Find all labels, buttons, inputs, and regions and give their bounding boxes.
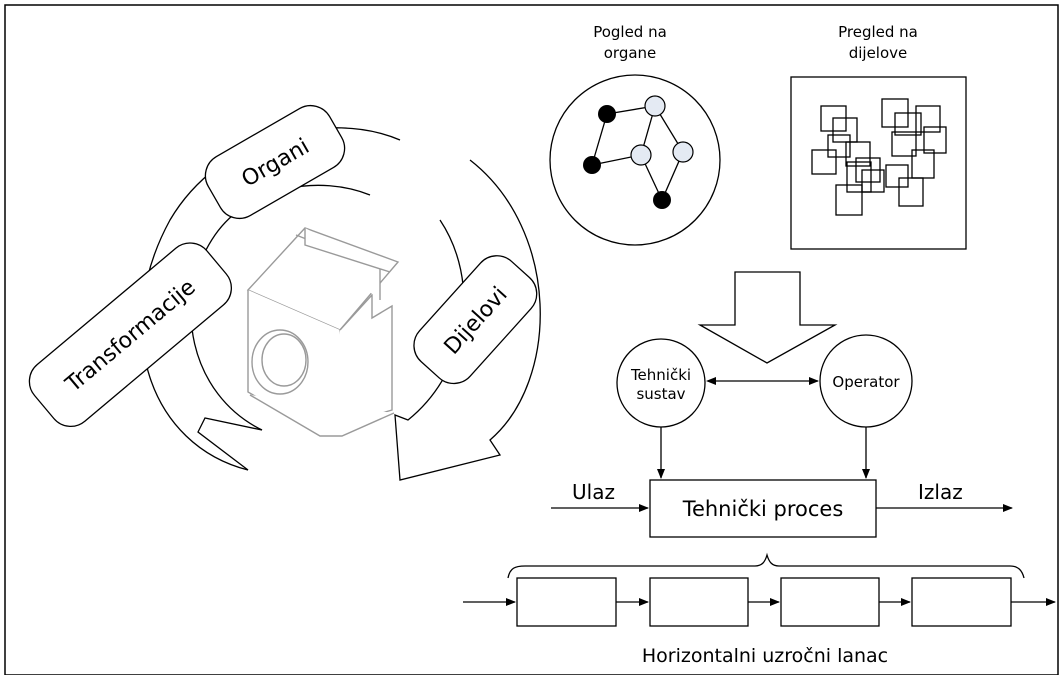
- parts-view: [790, 76, 967, 250]
- outer-frame: [4, 4, 1059, 675]
- output-label: Izlaz: [918, 480, 963, 504]
- machine-illustration: [246, 227, 400, 437]
- organs-view: [549, 74, 721, 246]
- chain-box: [780, 577, 880, 627]
- cycle-arrow-left: [197, 417, 263, 471]
- organs-view-title-line2: organe: [604, 44, 657, 62]
- big-down-arrow: [697, 271, 838, 364]
- chain-brace: [507, 552, 1025, 579]
- system-operator-link-head-left: [706, 377, 716, 385]
- parts-box: [413, 255, 538, 385]
- chain-caption: Horizontalni uzročni lanac: [642, 645, 888, 667]
- graph-node: [644, 95, 666, 117]
- graph-node: [598, 105, 616, 123]
- input-label: Ulaz: [572, 480, 615, 504]
- technical-system-label-line2: sustav: [636, 385, 685, 403]
- chain-box: [516, 577, 617, 627]
- parts-squares: [811, 98, 947, 216]
- organs-box: [204, 104, 346, 220]
- chain-box: [649, 577, 749, 627]
- cycle-group: Organi Transformacije Dijelovi: [28, 104, 541, 481]
- graph-node: [653, 191, 671, 209]
- operator-label: Operator: [832, 373, 900, 391]
- graph-node: [583, 156, 601, 174]
- chain-box: [911, 577, 1012, 627]
- parts-view-title-line2: dijelove: [849, 44, 908, 62]
- parts-view-frame: [790, 76, 967, 250]
- technical-process-label: Tehnički proces: [682, 497, 844, 521]
- parts-view-title-line1: Pregled na: [838, 23, 918, 41]
- graph-node: [630, 144, 652, 166]
- transformations-box: [28, 242, 233, 427]
- cycle-inner-ring: [190, 184, 371, 431]
- graph-node: [672, 141, 694, 163]
- organs-view-title-line1: Pogled na: [593, 23, 667, 41]
- technical-system-label-line1: Tehnički: [630, 366, 691, 384]
